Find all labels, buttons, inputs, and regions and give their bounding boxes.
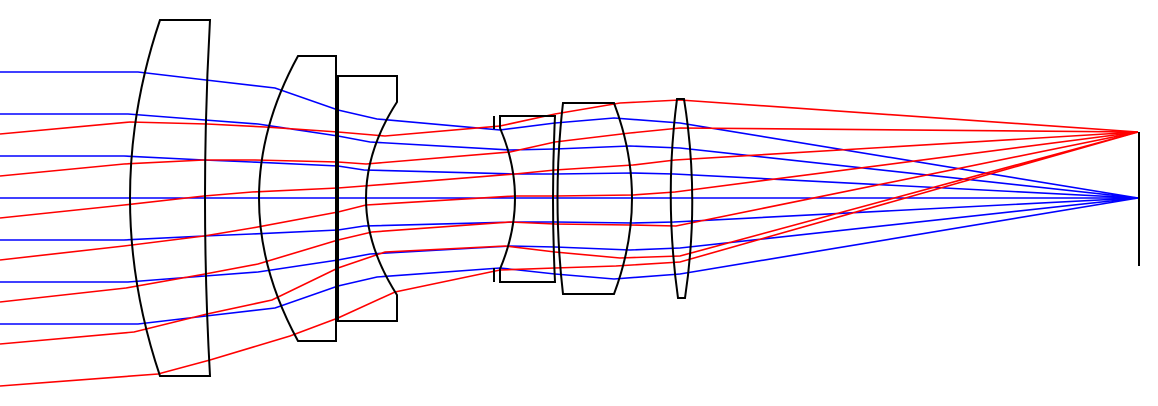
off-axis-ray-6 <box>0 131 1139 345</box>
lens-6 <box>669 98 694 299</box>
on-axis-ray-7 <box>0 197 1139 325</box>
off-axis-ray-4 <box>0 131 1139 261</box>
lens-3 <box>337 75 398 322</box>
off-axis-ray-5 <box>0 131 1139 303</box>
lens-elements <box>129 19 1140 377</box>
on-axis-ray-2 <box>0 113 1139 199</box>
off-axis-ray-2 <box>0 127 1139 177</box>
on-axis-ray-5 <box>0 197 1139 241</box>
lens-4 <box>499 115 557 283</box>
off-axis-ray-bundle <box>0 99 1139 387</box>
lens-1 <box>129 19 212 377</box>
off-axis-ray-1 <box>0 99 1139 137</box>
on-axis-ray-3 <box>0 155 1139 199</box>
lens-5 <box>556 102 633 295</box>
lens-2 <box>258 55 337 342</box>
on-axis-ray-1 <box>0 71 1139 199</box>
on-axis-ray-bundle <box>0 71 1139 325</box>
off-axis-ray-3 <box>0 131 1139 219</box>
